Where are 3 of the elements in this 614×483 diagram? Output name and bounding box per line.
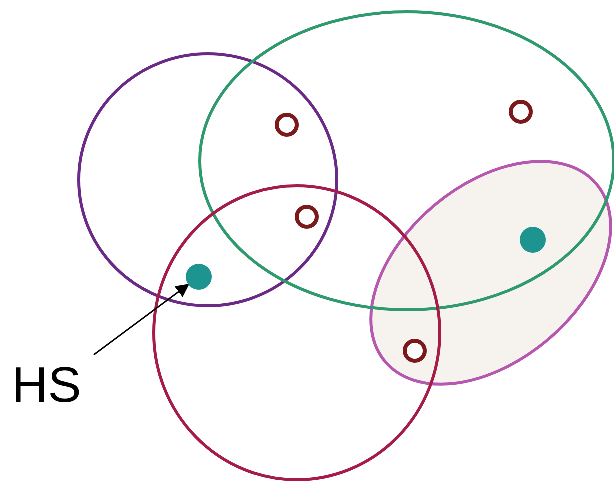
filled-dot — [186, 264, 212, 290]
leader-arrow — [94, 284, 190, 356]
text-label: HS — [12, 360, 94, 410]
